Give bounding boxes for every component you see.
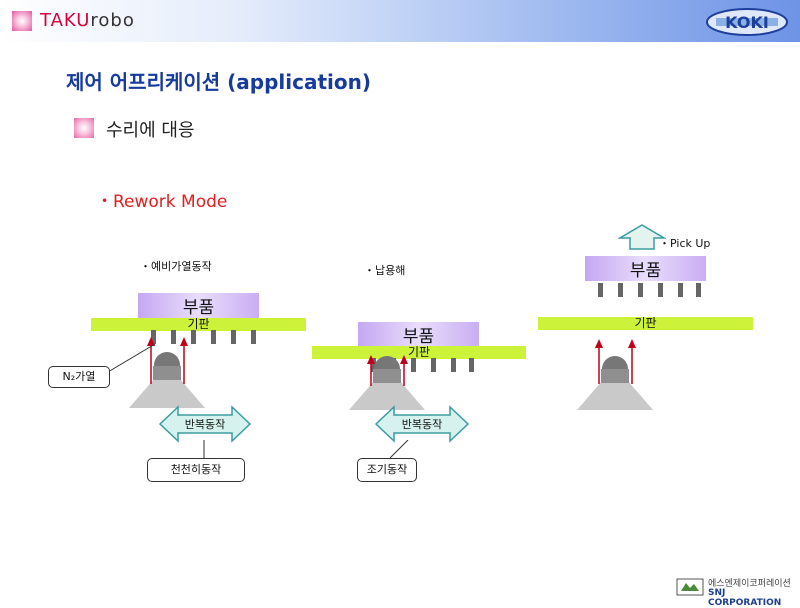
app-name-taku: TAKU — [40, 10, 91, 31]
page-title: 제어 어프리케이션 (application) — [66, 66, 371, 95]
panel2-part-label: 부품 — [402, 326, 435, 347]
panel3-pickup-arrow-icon — [618, 224, 666, 250]
panel1-board-label: 기판 — [187, 317, 210, 331]
panel3-board-label: 기판 — [634, 316, 657, 330]
panel2-pin — [431, 358, 436, 372]
app-name-robo: robo — [90, 10, 135, 31]
panel1-pin — [211, 330, 216, 344]
header-bullet-icon — [12, 11, 32, 31]
panel1-pin — [191, 330, 196, 344]
panel3-step-label: ・Pick Up — [659, 237, 711, 250]
header-bar — [0, 0, 800, 42]
panel2-pin — [451, 358, 456, 372]
panel1-pin — [251, 330, 256, 344]
panel1-step-label: ・예비가열동작 — [140, 260, 212, 273]
panel2-motion-arrow-icon — [374, 405, 470, 443]
page-title-korean: 제어 어프리케이션 — [66, 70, 221, 94]
panel1-pin — [151, 330, 156, 344]
koki-logo: KOKI — [706, 8, 788, 36]
panel2-board — [312, 346, 526, 359]
app-name: TAKUrobo — [40, 10, 135, 31]
panel3-board — [538, 317, 753, 330]
panel1-nozzle-head — [153, 366, 181, 380]
panel3-pin — [678, 283, 683, 297]
panel3-pin — [638, 283, 643, 297]
panel2-step-label: ・납용해 — [364, 264, 406, 277]
subtitle-bullet-icon — [74, 118, 94, 138]
page-title-english: (application) — [227, 70, 372, 94]
panel2-heat-arrows-icon — [367, 355, 408, 386]
panel2-pin — [411, 358, 416, 372]
rework-mode-label: ・Rework Mode — [96, 192, 228, 212]
panel2-pin — [469, 358, 474, 372]
panel2-speed-callout: 조기동작 — [357, 458, 417, 482]
panel2-motion-label: 반복동작 — [401, 418, 443, 431]
panel3-pin — [598, 283, 603, 297]
panel2-board-label: 기판 — [407, 345, 431, 359]
panel1-gas-callout-pointer — [107, 343, 156, 373]
panel3-pin — [618, 283, 623, 297]
panel2-speed-callout-pointer — [389, 440, 409, 459]
footer-company-korean: 에스엔제이코퍼레이션 — [708, 579, 791, 589]
logo-text: KOKI — [725, 13, 769, 32]
panel1-board — [91, 318, 306, 331]
panel3-pin — [696, 283, 701, 297]
panel3-heat-arrows-icon — [595, 339, 636, 384]
panel1-part-label: 부품 — [182, 298, 215, 318]
panel1-part: 부품 — [138, 293, 259, 318]
footer-company-english: SNJ CORPORATION — [708, 588, 782, 608]
panel1-heat-arrows-icon — [147, 337, 188, 384]
snj-logo-icon — [676, 578, 704, 596]
panel2-part: 부품 — [358, 322, 479, 347]
panel1-speed-callout-pointer — [203, 440, 205, 458]
panel1-pin — [171, 330, 176, 344]
panel1-gas-callout: N₂가열 — [48, 366, 110, 388]
panel3-part: 부품 — [585, 256, 706, 281]
panel2-pin — [371, 358, 376, 372]
panel3-pin — [658, 283, 663, 297]
panel3-part-label: 부품 — [629, 261, 662, 281]
subtitle: 수리에 대응 — [106, 120, 195, 141]
panel1-speed-callout: 천천히동작 — [147, 458, 245, 482]
panel3-nozzle-head — [601, 369, 629, 383]
panel1-pin — [231, 330, 236, 344]
panel1-motion-arrow-icon — [158, 405, 252, 443]
panel1-motion-label: 반복동작 — [184, 418, 226, 431]
panel2-nozzle-head — [373, 369, 401, 383]
